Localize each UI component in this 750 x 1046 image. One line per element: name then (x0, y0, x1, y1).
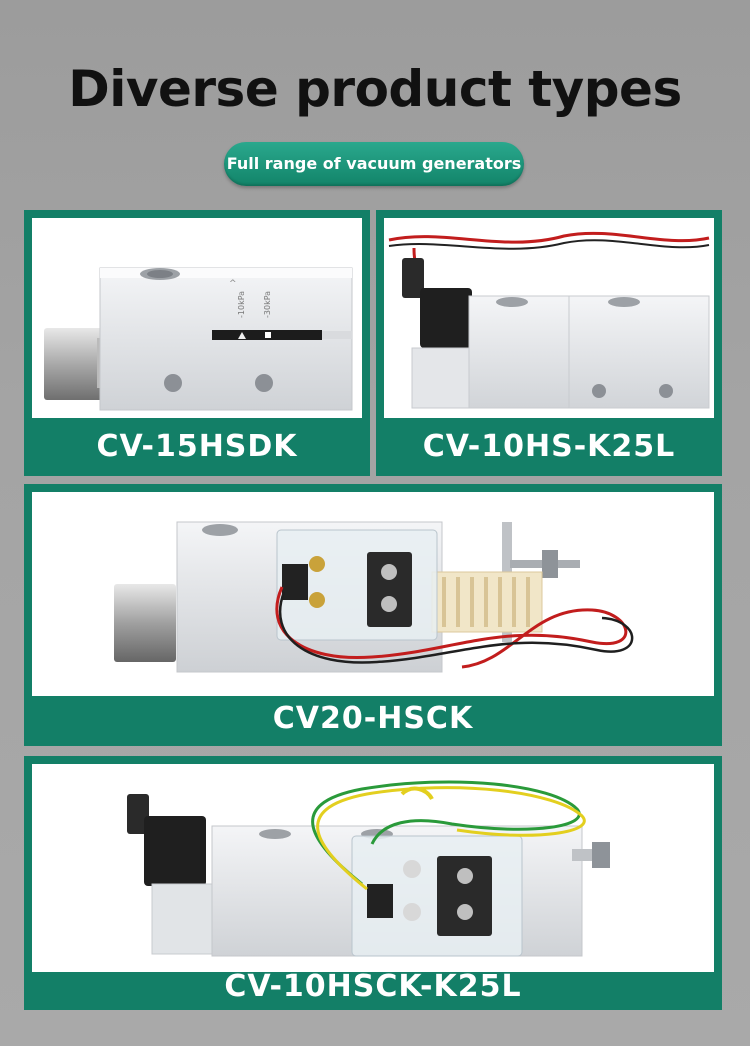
product-card-cv-10hsck-k25l[interactable]: CV-10HSCK-K25L (24, 756, 722, 1010)
svg-text:-30kPa: -30kPa (263, 291, 272, 318)
product-card-cv-10hs-k25l[interactable]: CV-10HS-K25L (376, 210, 722, 476)
category-badge: Full range of vacuum generators (224, 142, 524, 186)
product-model-label: CV20-HSCK (272, 701, 474, 736)
product-image (32, 492, 714, 696)
svg-text:-10kPa: -10kPa (237, 291, 246, 318)
product-model-label: CV-10HSCK-K25L (224, 969, 522, 1004)
product-model-label: CV-15HSDK (96, 429, 298, 464)
product-image (384, 218, 714, 418)
product-image: -10kPa -30kPa ^ (32, 218, 362, 418)
product-card-cv-15hsdk[interactable]: -10kPa -30kPa ^ CV-15HSDK (24, 210, 370, 476)
product-image (32, 764, 714, 972)
product-card-cv20-hsck[interactable]: CV20-HSCK (24, 484, 722, 746)
page-title: Diverse product types (68, 60, 682, 118)
svg-text:^: ^ (229, 279, 237, 289)
product-model-label: CV-10HS-K25L (422, 429, 676, 464)
